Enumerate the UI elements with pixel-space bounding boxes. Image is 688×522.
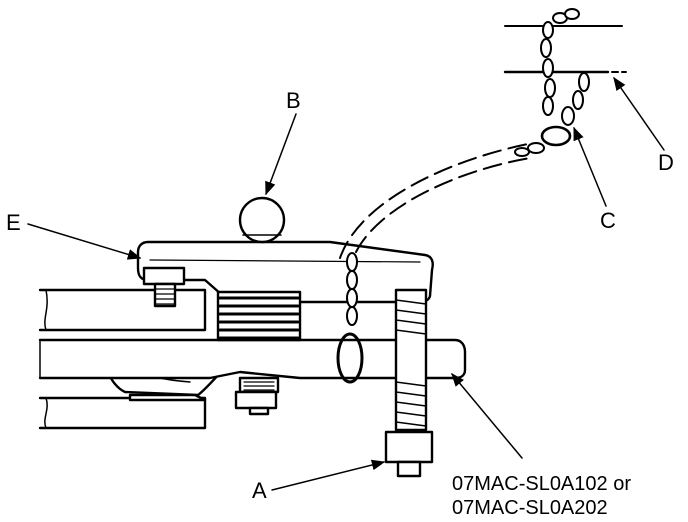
tool-number-line-1: 07MAC-SL0A102 or [452, 473, 631, 495]
callout-d: D [658, 150, 674, 175]
leader-d [613, 76, 665, 151]
leader-tool [451, 372, 523, 459]
callout-c: C [600, 208, 616, 233]
callout-b: B [286, 88, 301, 113]
tool-number-line-2: 07MAC-SL0A202 [452, 497, 608, 519]
ball-joint-stud-nut [234, 376, 280, 416]
leader-b [265, 113, 297, 196]
left-bolt [142, 266, 186, 308]
wrapped-chain [514, 8, 590, 157]
callout-a: A [252, 478, 267, 503]
leader-a [271, 459, 386, 491]
chain-leader-dashed [339, 143, 531, 259]
pressure-bolt [384, 288, 434, 478]
safety-chain [336, 252, 364, 384]
leader-e [27, 223, 142, 260]
upper-arm [503, 25, 627, 74]
leader-c [573, 126, 607, 207]
leader-lines [27, 76, 665, 491]
compression-spring [216, 290, 302, 342]
ball [238, 196, 286, 244]
callout-e: E [6, 210, 21, 235]
